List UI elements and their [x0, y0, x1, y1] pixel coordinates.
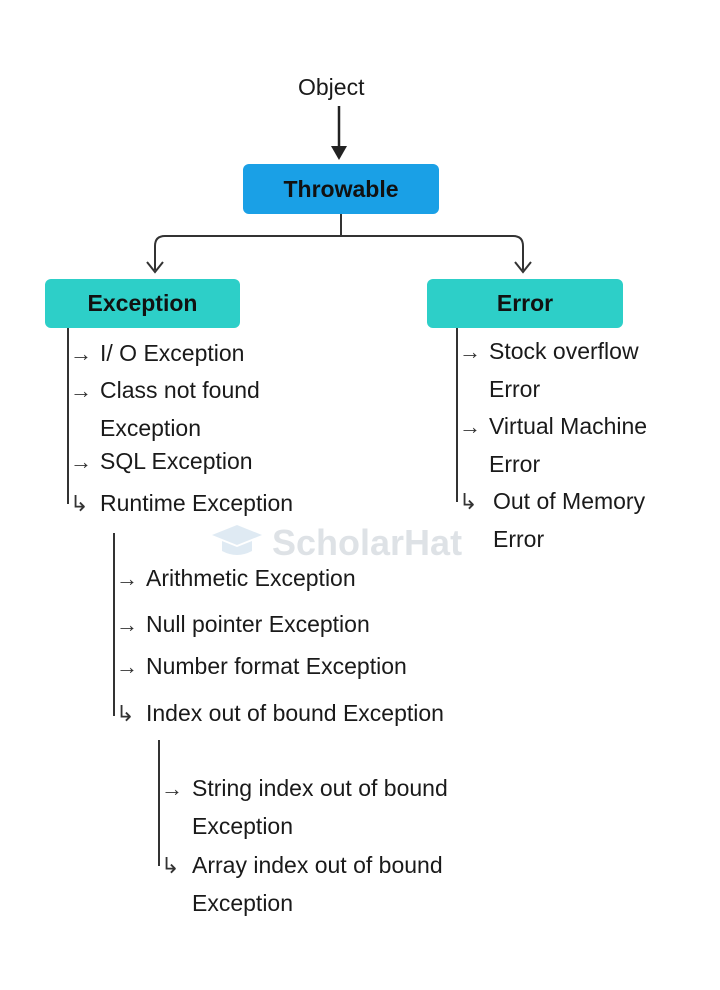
out-of-memory-label-line1: Out of Memory — [493, 488, 646, 514]
to-error-arrowhead — [514, 261, 532, 274]
arrow-right-icon: → — [70, 378, 92, 403]
exception-trunk-line — [67, 328, 69, 504]
arrow-right-icon: → — [116, 612, 138, 637]
error-node: Error — [427, 279, 623, 328]
error-trunk-line — [456, 328, 458, 502]
out-of-memory-label-line2: Error — [493, 526, 545, 552]
stock-overflow-label-line1: Stock overflow — [489, 338, 639, 364]
arrow-right-icon: → — [459, 339, 481, 364]
class-not-found-label-line1: Class not found — [100, 377, 260, 403]
string-index-label-line2: Exception — [192, 813, 294, 839]
arrow-right-icon: → — [116, 654, 138, 679]
io-exception-label: I/ O Exception — [100, 340, 245, 366]
throwable-label: Throwable — [283, 175, 399, 202]
virtual-machine-label-line2: Error — [489, 451, 541, 477]
arrow-right-icon: ↳ — [70, 491, 89, 516]
to-exception-arrowhead — [146, 261, 164, 274]
index-trunk-line — [158, 740, 160, 866]
throwable-node: Throwable — [243, 164, 439, 214]
arrow-right-icon: ↳ — [459, 489, 478, 514]
object-label: Object — [298, 74, 365, 100]
runtime-trunk-line — [113, 533, 115, 716]
string-index-label-line1: String index out of bound — [192, 775, 448, 801]
index-out-of-bound-label: Index out of bound Exception — [146, 700, 444, 726]
arithmetic-exception-label: Arithmetic Exception — [146, 565, 356, 591]
arrow-right-icon: → — [70, 341, 92, 366]
array-index-label-line1: Array index out of bound — [192, 852, 443, 878]
arrow-right-icon: → — [161, 776, 183, 801]
arrow-right-icon: ↳ — [161, 853, 180, 878]
object-to-throwable-arrowhead — [331, 146, 347, 160]
number-format-exception-label: Number format Exception — [146, 653, 407, 679]
sql-exception-label: SQL Exception — [100, 448, 253, 474]
error-label: Error — [496, 290, 554, 316]
throwable-branch-line — [154, 235, 524, 270]
array-index-label-line2: Exception — [192, 890, 294, 916]
stock-overflow-label-line2: Error — [489, 376, 541, 402]
arrow-right-icon: ↳ — [116, 701, 135, 726]
exception-label: Exception — [87, 290, 198, 316]
arrow-right-icon: → — [459, 414, 481, 439]
class-not-found-label-line2: Exception — [100, 415, 202, 441]
arrow-right-icon: → — [70, 449, 92, 474]
null-pointer-exception-label: Null pointer Exception — [146, 611, 370, 637]
exception-node: Exception — [45, 279, 240, 328]
virtual-machine-label-line1: Virtual Machine — [489, 413, 648, 439]
runtime-exception-label: Runtime Exception — [100, 490, 294, 516]
arrow-right-icon: → — [116, 566, 138, 591]
